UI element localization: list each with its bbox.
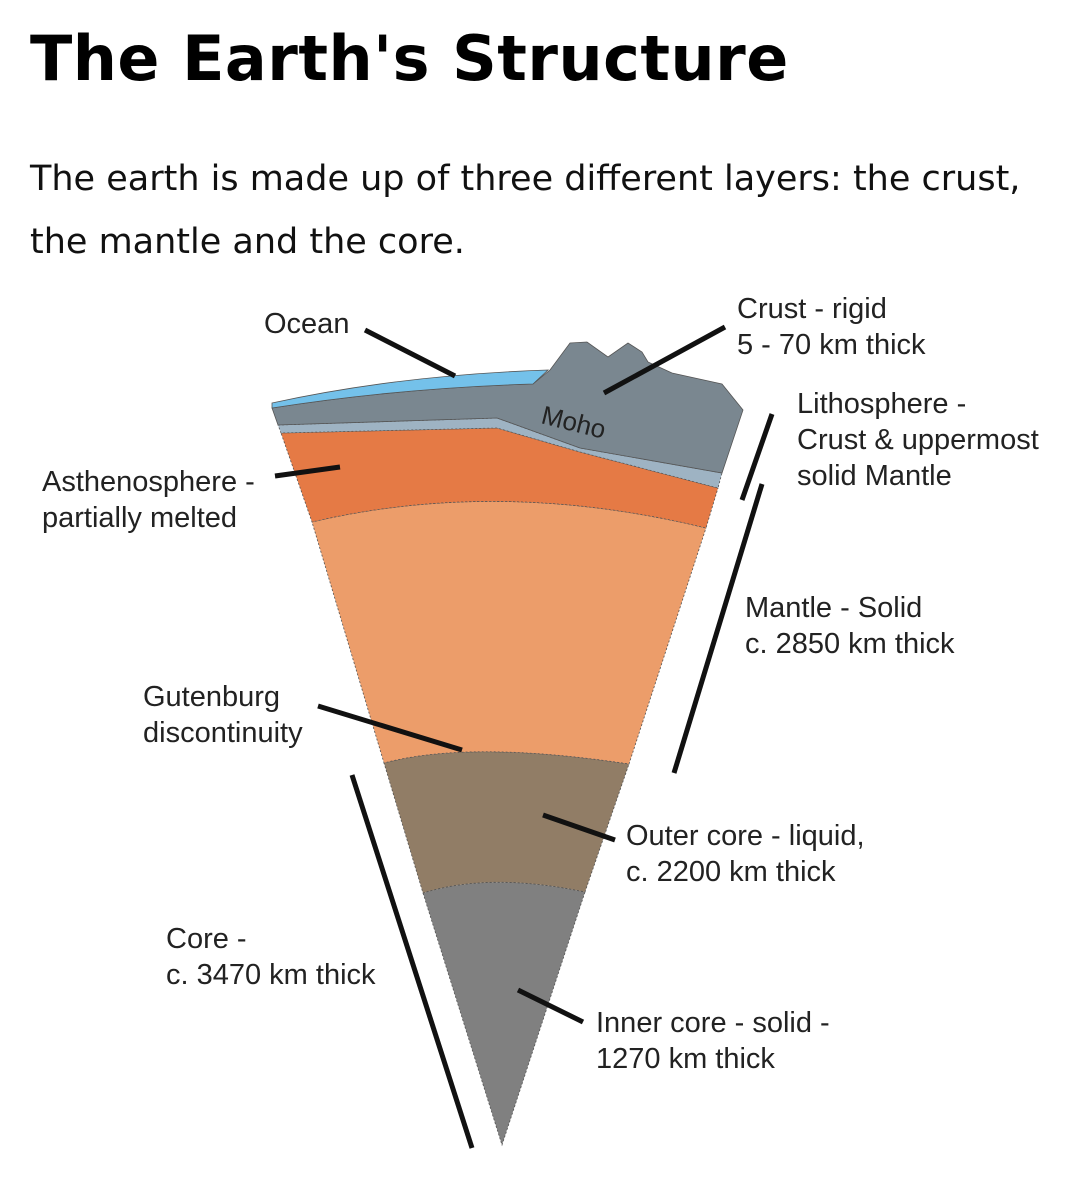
mantle-label-line2: c. 2850 km thick: [745, 628, 955, 660]
outer-core-layer: [383, 751, 630, 894]
asthenosphere-layer: [280, 427, 719, 529]
outer-core-pointer: [542, 812, 616, 843]
mantle-bracket: [671, 483, 765, 774]
mantle-layer: [311, 501, 707, 765]
asthenosphere-label-line2: partially melted: [42, 502, 237, 534]
mantle-label-line1: Mantle - Solid: [745, 592, 922, 624]
crust-label-line1: Crust - rigid: [737, 293, 887, 325]
gutenberg-label-line2: discontinuity: [143, 717, 303, 749]
inner-core-label-line1: Inner core - solid -: [596, 1007, 830, 1039]
lithosphere-bracket: [739, 413, 775, 501]
ocean-label: Ocean: [264, 308, 349, 340]
lithosphere-label-line1: Lithosphere -: [797, 388, 966, 420]
core-label-line1: Core -: [166, 923, 247, 955]
intro-paragraph: The earth is made up of three different …: [30, 159, 1021, 262]
asthenosphere-pointer: [274, 464, 341, 479]
crust-pointer: [602, 324, 727, 396]
crust-label-line2: 5 - 70 km thick: [737, 329, 926, 361]
inner-core-label-line2: 1270 km thick: [596, 1043, 775, 1075]
inner-core-pointer: [516, 987, 585, 1025]
core-bracket: [349, 774, 475, 1149]
outer-core-label-line1: Outer core - liquid,: [626, 820, 865, 852]
ocean-pointer: [363, 327, 457, 379]
outer-core-label-line2: c. 2200 km thick: [626, 856, 836, 888]
page-title: The Earth's Structure: [30, 22, 789, 95]
gutenberg-label-line1: Gutenburg: [143, 681, 280, 713]
lithosphere-label-line3: solid Mantle: [797, 460, 952, 492]
asthenosphere-label-line1: Asthenosphere -: [42, 466, 255, 498]
lithosphere-label-line2: Crust & uppermost: [797, 424, 1039, 456]
ocean-layer: [271, 369, 550, 409]
core-label-line2: c. 3470 km thick: [166, 959, 376, 991]
gutenberg-pointer: [317, 703, 463, 753]
